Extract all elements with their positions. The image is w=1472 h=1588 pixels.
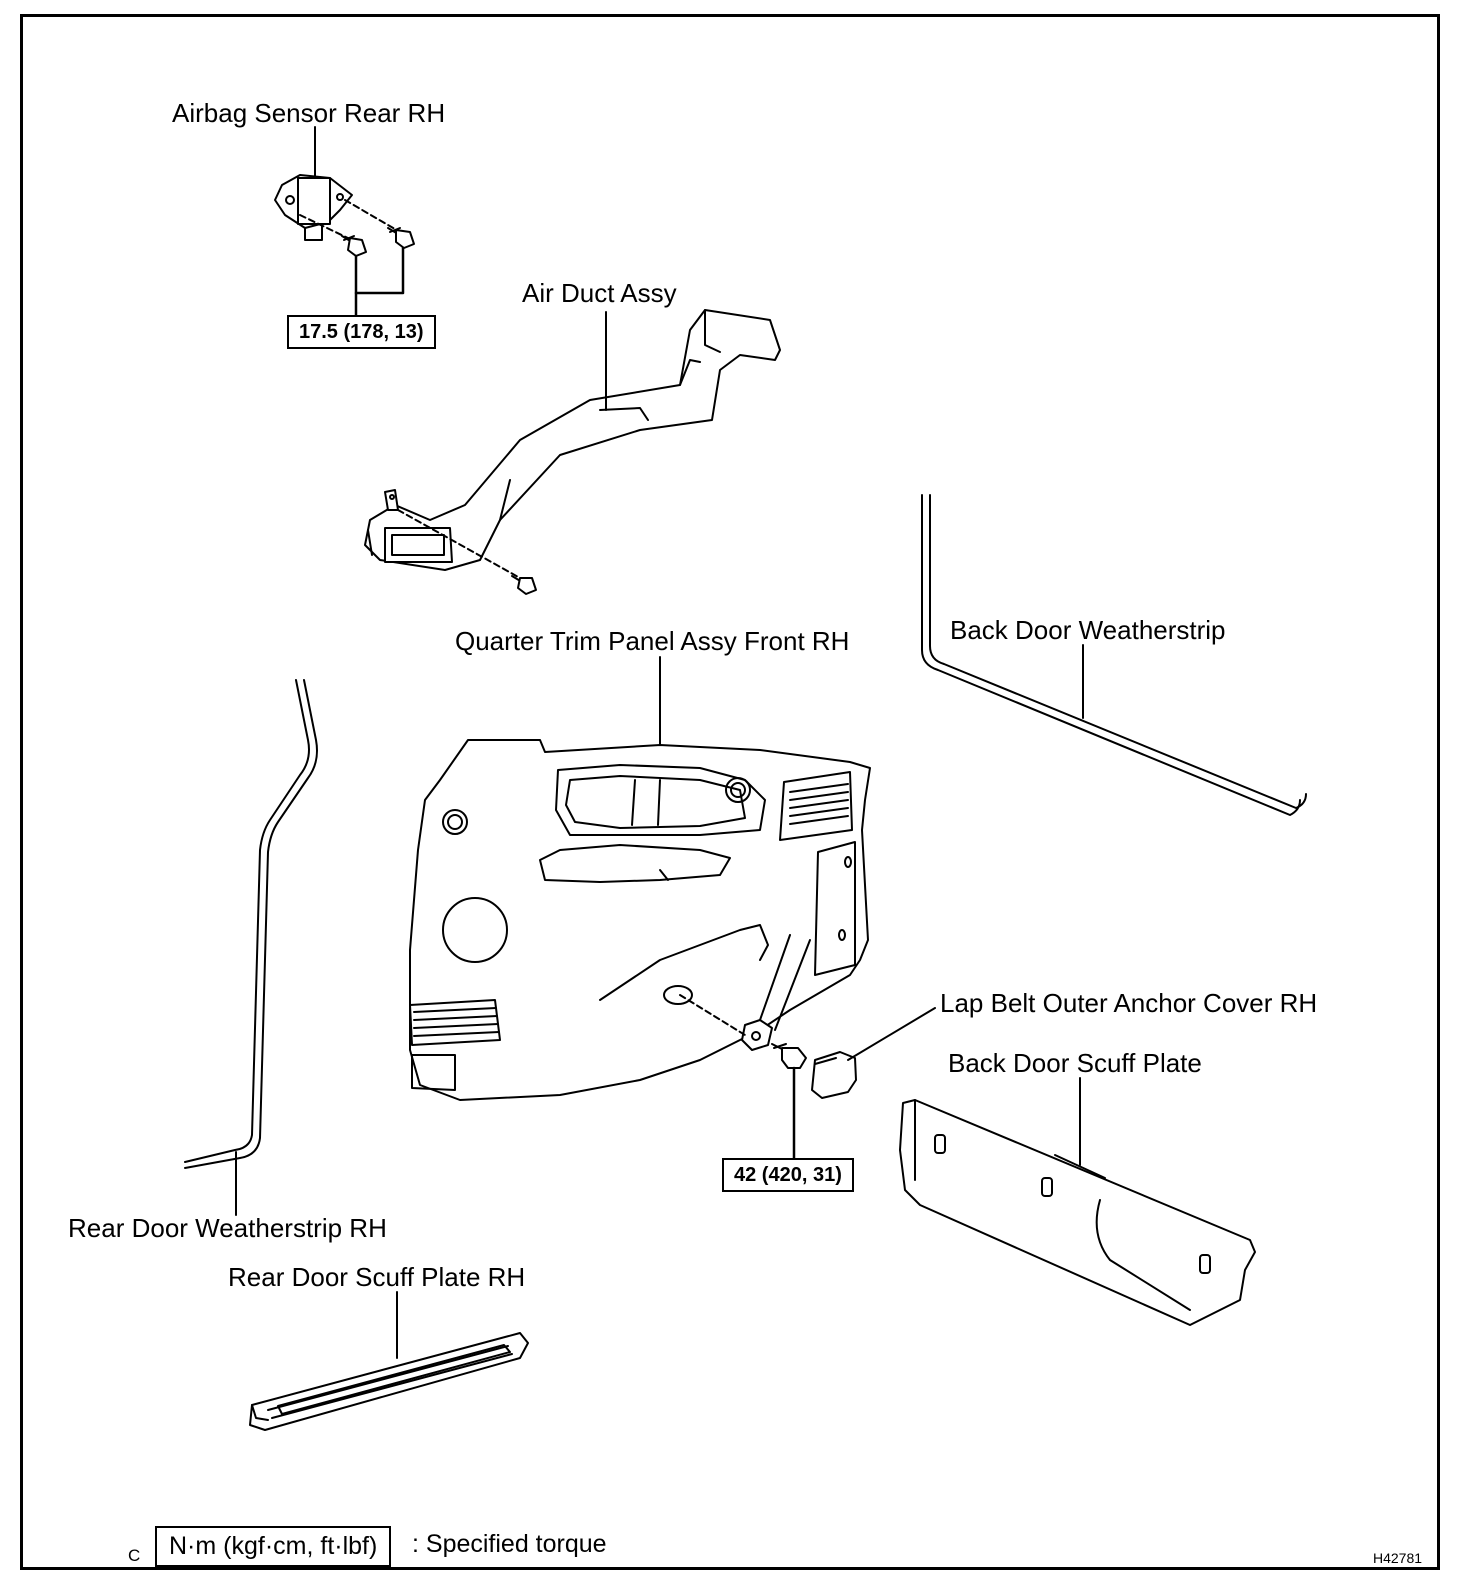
label-air-duct: Air Duct Assy	[522, 278, 677, 308]
label-airbag-sensor: Airbag Sensor Rear RH	[172, 98, 446, 128]
torque-spec-anchor: 42 (420, 31)	[722, 1158, 854, 1192]
label-rear-door-weatherstrip: Rear Door Weatherstrip RH	[68, 1213, 387, 1243]
airbag-torque-leader	[354, 246, 405, 295]
airbag-bolt-1	[341, 235, 367, 257]
legend-unit-box: N·m (kgf·cm, ft·lbf)	[155, 1526, 392, 1567]
label-back-door-weatherstrip: Back Door Weatherstrip	[950, 615, 1226, 645]
label-quarter-trim: Quarter Trim Panel Assy Front RH	[455, 626, 850, 656]
label-rear-door-scuff: Rear Door Scuff Plate RH	[228, 1262, 526, 1292]
airbag-sensor-part	[274, 174, 353, 241]
rear-door-weatherstrip-part	[184, 679, 318, 1169]
airbag-dash-1	[299, 214, 353, 241]
rear-door-scuff-plate-part	[249, 1332, 529, 1431]
airbag-bolt-2	[387, 227, 415, 249]
corner-letter: C	[128, 1546, 141, 1565]
quarter-trim-dash	[679, 994, 746, 1036]
air-duct-bolt	[511, 575, 537, 595]
lap-belt-cover-part	[811, 1051, 857, 1099]
label-lap-belt-cover: Lap Belt Outer Anchor Cover RH	[940, 988, 1318, 1018]
air-duct-part	[364, 309, 781, 571]
label-back-door-scuff: Back Door Scuff Plate	[948, 1048, 1202, 1078]
lap-belt-cover-leader	[847, 1007, 936, 1061]
diagram-frame	[20, 14, 1440, 1570]
quarter-trim-panel-part	[409, 739, 871, 1101]
back-door-scuff-plate-part	[899, 1099, 1256, 1326]
torque-spec-airbag: 17.5 (178, 13)	[287, 315, 436, 349]
anchor-bolt	[771, 1043, 807, 1069]
back-door-weatherstrip-part	[921, 494, 1307, 816]
airbag-dash-2	[344, 199, 401, 233]
legend-description: : Specified torque	[412, 1530, 607, 1558]
air-duct-dash	[397, 509, 521, 579]
figure-code: H42781	[1373, 1550, 1423, 1566]
